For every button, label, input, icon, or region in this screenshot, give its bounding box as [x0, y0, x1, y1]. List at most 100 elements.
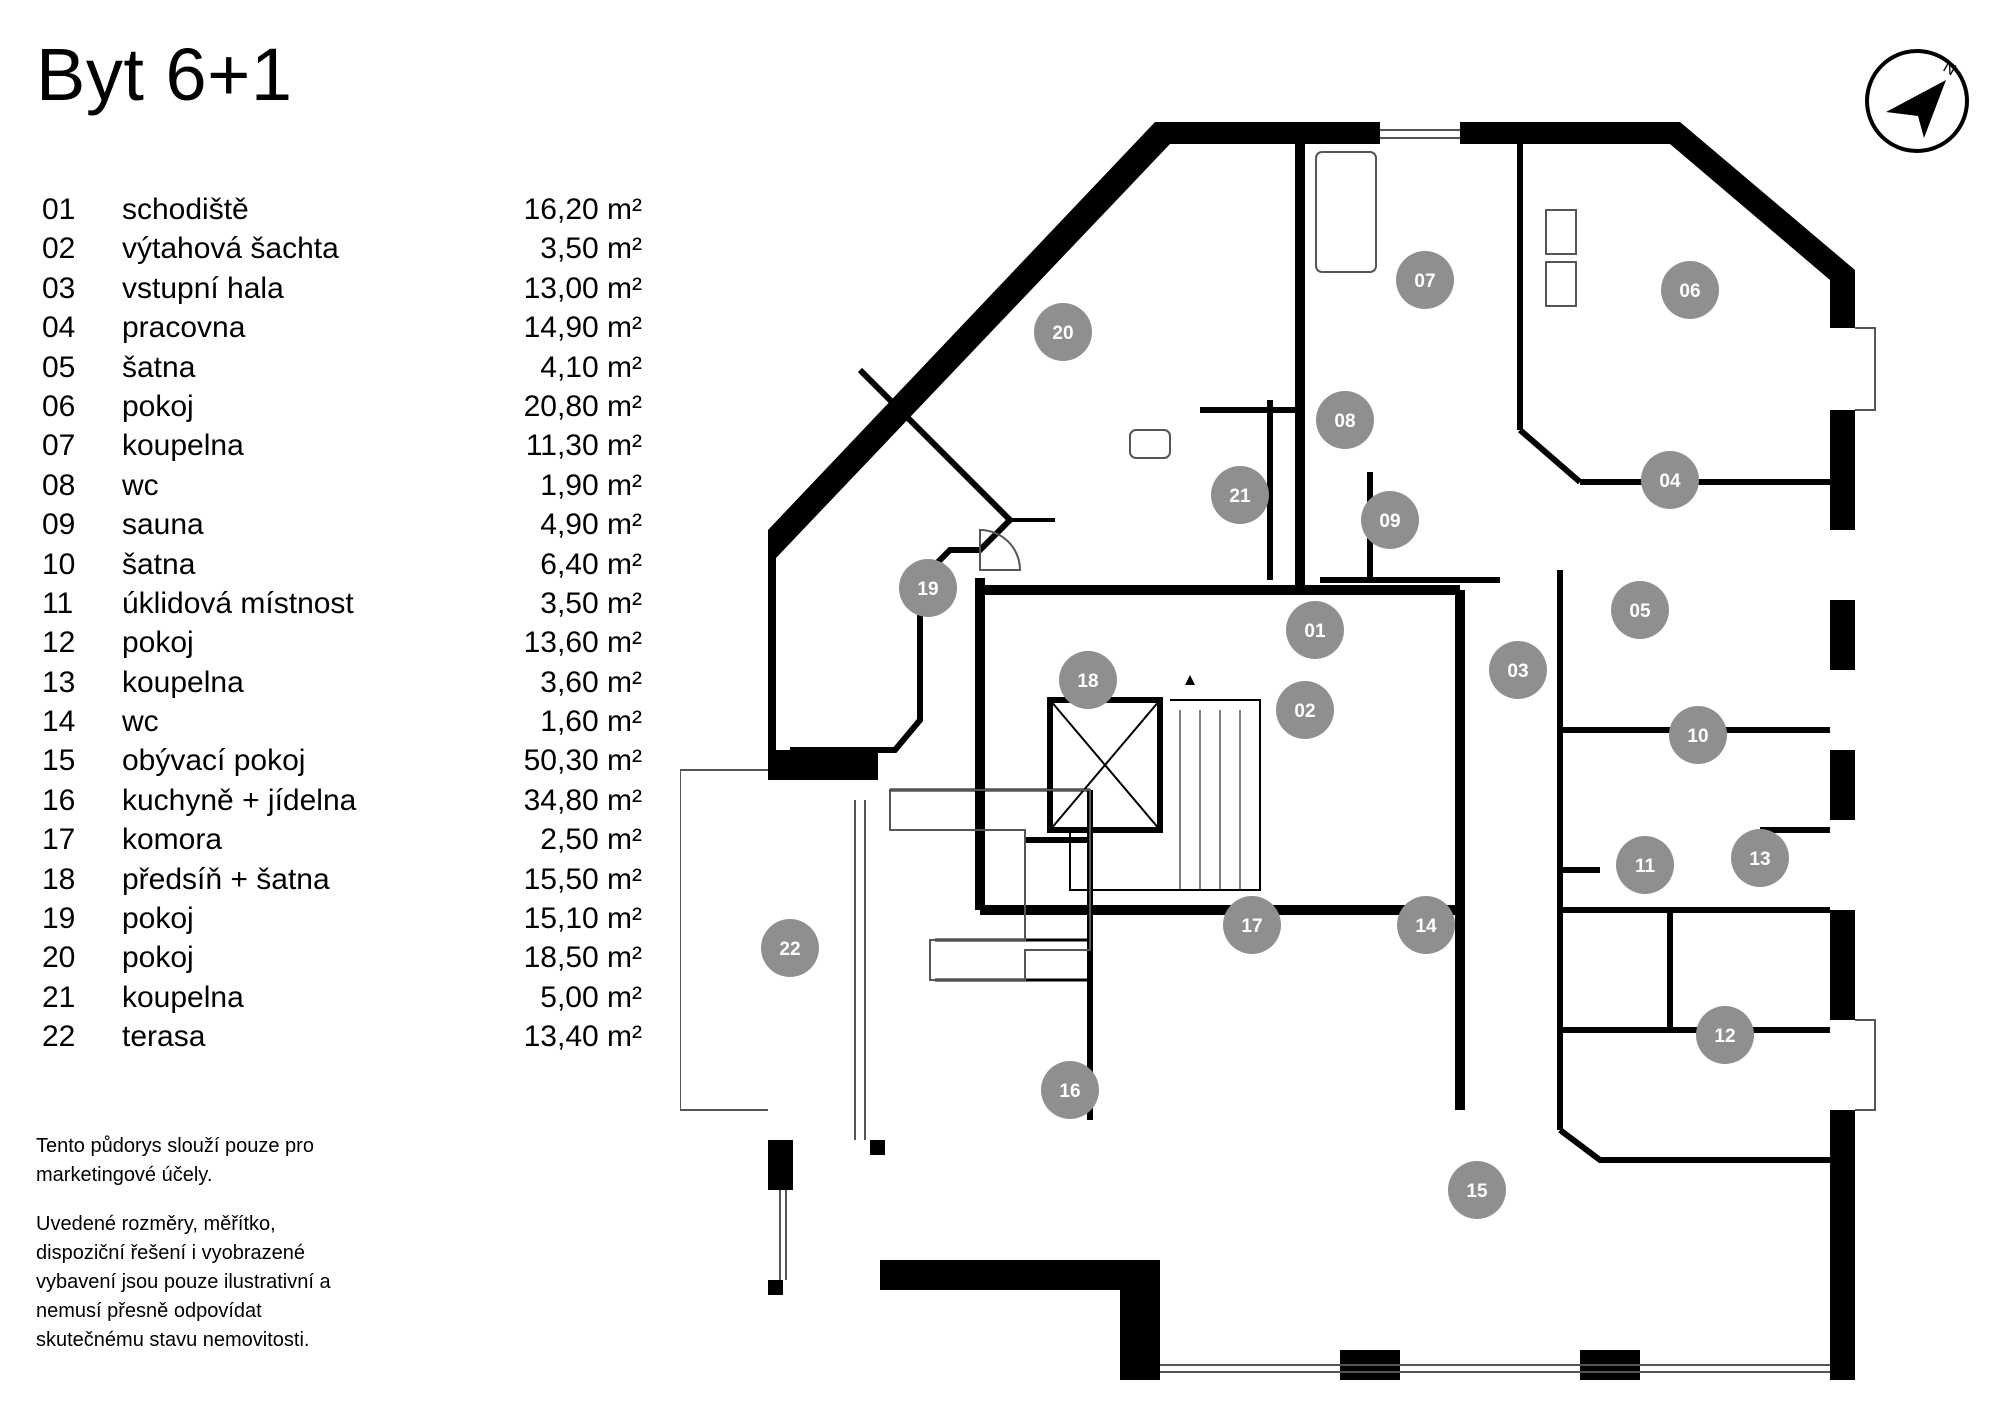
room-row: 18 předsíň + šatna 15,50 m² [42, 860, 642, 899]
room-marker-circle [1489, 641, 1547, 699]
room-num: 04 [42, 311, 76, 345]
room-marker-label: 21 [1229, 486, 1251, 507]
room-marker-label: 10 [1687, 726, 1708, 747]
room-marker: 07 [1396, 251, 1454, 309]
room-marker-circle [1611, 581, 1669, 639]
room-marker: 21 [1211, 466, 1269, 524]
room-area: 3,60 m² [540, 665, 642, 699]
room-num: 13 [42, 665, 76, 699]
room-row: 05 šatna 4,10 m² [42, 348, 642, 387]
room-marker: 09 [1361, 491, 1419, 549]
room-marker-circle [1661, 261, 1719, 319]
room-marker-label: 07 [1414, 271, 1435, 292]
room-num: 09 [42, 508, 76, 542]
room-num: 20 [42, 941, 76, 975]
room-marker: 10 [1669, 706, 1727, 764]
room-num: 01 [42, 193, 76, 226]
room-marker: 22 [761, 919, 819, 977]
room-area: 18,50 m² [523, 941, 642, 975]
disclaimer: Tento půdorys slouží pouze pro marketing… [36, 1132, 356, 1375]
room-marker-label: 20 [1052, 323, 1073, 344]
room-num: 03 [42, 271, 76, 305]
room-name: sauna [122, 508, 204, 542]
room-name: šatna [122, 547, 196, 581]
exterior-walls [768, 122, 1855, 1380]
room-name: šatna [122, 350, 196, 384]
room-name: kuchyně + jídelna [122, 783, 357, 817]
room-marker-label: 02 [1294, 701, 1315, 722]
room-area: 1,60 m² [540, 705, 642, 739]
room-num: 16 [42, 783, 76, 817]
room-marker-label: 04 [1659, 471, 1681, 492]
room-num: 18 [42, 862, 76, 896]
room-num: 22 [42, 1020, 76, 1054]
room-marker: 18 [1059, 651, 1117, 709]
disclaimer-paragraph: Uvedené rozměry, měřítko, dispoziční řeš… [36, 1213, 331, 1351]
page-title: Byt 6+1 [36, 33, 293, 116]
room-marker-circle [1696, 1006, 1754, 1064]
window-lines [680, 129, 1876, 1373]
room-num: 11 [42, 586, 74, 620]
room-area: 15,50 m² [523, 862, 642, 896]
room-marker-label: 09 [1379, 511, 1400, 532]
room-name: pokoj [122, 902, 194, 936]
room-marker: 12 [1696, 1006, 1754, 1064]
room-name: wc [122, 705, 159, 739]
room-num: 08 [42, 468, 76, 502]
room-marker-circle [1641, 451, 1699, 509]
room-marker: 15 [1448, 1161, 1506, 1219]
room-area: 13,00 m² [523, 271, 642, 305]
room-area: 1,90 m² [540, 468, 642, 502]
room-marker-circle [1616, 836, 1674, 894]
bathroom-fixtures [979, 151, 1577, 571]
room-marker-circle [1397, 896, 1455, 954]
room-marker-circle [1034, 303, 1092, 361]
room-marker: 03 [1489, 641, 1547, 699]
room-marker: 20 [1034, 303, 1092, 361]
room-marker-label: 22 [779, 939, 800, 960]
room-marker-label: 16 [1059, 1081, 1080, 1102]
room-marker-label: 12 [1714, 1026, 1735, 1047]
room-marker-label: 14 [1415, 916, 1437, 937]
room-marker-circle [1669, 706, 1727, 764]
room-area: 50,30 m² [523, 744, 642, 778]
room-marker-label: 13 [1749, 849, 1770, 870]
room-area: 34,80 m² [523, 783, 642, 817]
room-name: terasa [122, 1020, 206, 1054]
room-num: 12 [42, 626, 76, 660]
room-marker: 19 [899, 559, 957, 617]
interior-walls [790, 144, 1830, 1163]
room-num: 19 [42, 902, 76, 936]
room-area: 11,30 m² [525, 429, 642, 463]
room-marker-circle [1286, 601, 1344, 659]
room-num: 14 [42, 705, 76, 739]
room-name: vstupní hala [122, 271, 284, 305]
room-marker-label: 08 [1334, 411, 1355, 432]
room-row: 16 kuchyně + jídelna 34,80 m² [42, 781, 642, 820]
room-marker-circle [1223, 896, 1281, 954]
room-area: 15,10 m² [523, 902, 642, 936]
room-marker-label: 03 [1507, 661, 1528, 682]
room-row: 14 wc 1,60 m² [42, 702, 642, 741]
room-name: úklidová místnost [122, 586, 354, 620]
room-marker-circle [1211, 466, 1269, 524]
room-marker-label: 05 [1629, 601, 1651, 622]
kitchen-counter [889, 789, 1091, 981]
room-marker: 06 [1661, 261, 1719, 319]
room-name: předsíň + šatna [122, 862, 330, 896]
room-marker-circle [1059, 651, 1117, 709]
room-area: 4,10 m² [540, 350, 642, 384]
room-marker: 05 [1611, 581, 1669, 639]
room-area: 13,60 m² [523, 626, 642, 660]
room-name: pokoj [122, 389, 194, 423]
room-name: obývací pokoj [122, 744, 306, 778]
room-num: 05 [42, 350, 76, 384]
room-area: 6,40 m² [540, 547, 642, 581]
